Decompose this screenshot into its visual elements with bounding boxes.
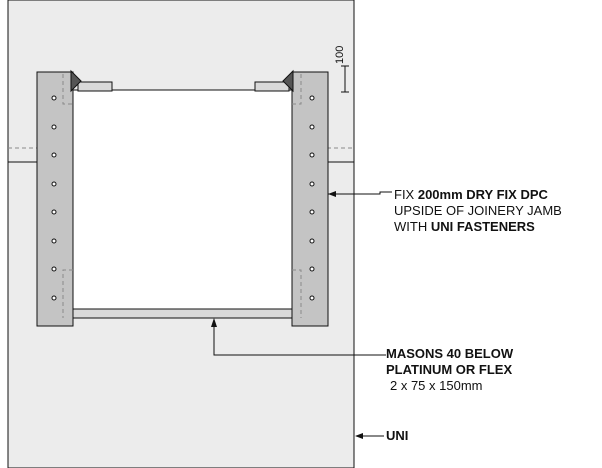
leader-uni [355, 433, 384, 439]
callout-uni: UNI [386, 428, 408, 444]
callout-dpc-line2: UPSIDE OF JOINERY JAMB [394, 203, 562, 218]
fastener [309, 95, 315, 101]
right-jamb [291, 71, 329, 327]
fastener [51, 152, 57, 158]
left-dpc-dashed-top [62, 74, 73, 105]
callout-dpc-line1: FIX 200mm DRY FIX DPC [394, 187, 562, 203]
fastener [309, 181, 315, 187]
left-dpc-dashed-bottom [62, 269, 73, 318]
left-jamb [36, 71, 74, 327]
callout-masons-line2: PLATINUM OR FLEX [386, 362, 513, 378]
callout-uni-label: UNI [386, 428, 409, 443]
leader-masons [211, 318, 386, 356]
fastener [51, 238, 57, 244]
callout-masons-line1: MASONS 40 BELOW [386, 346, 513, 362]
callout-dpc-line3-bold: UNI FASTENERS [430, 219, 535, 234]
right-dpc-dashed-top [292, 74, 302, 105]
dimension-label: 100 [334, 46, 346, 64]
fastener [309, 295, 315, 301]
fastener [51, 95, 57, 101]
right-dpc-dashed-bottom [292, 269, 302, 318]
callout-masons-line2-text: PLATINUM OR FLEX [386, 362, 513, 377]
callout-dpc: FIX 200mm DRY FIX DPC UPSIDE OF JOINERY … [394, 187, 562, 235]
fastener [51, 209, 57, 215]
callout-masons: MASONS 40 BELOW PLATINUM OR FLEX 2 x 75 … [386, 346, 513, 394]
fastener [309, 152, 315, 158]
fastener [309, 238, 315, 244]
callout-dpc-bold: 200mm DRY FIX DPC [417, 187, 548, 202]
fastener [309, 124, 315, 130]
fastener [51, 266, 57, 272]
callout-dpc-prefix: FIX [394, 187, 418, 202]
dimension-100 [341, 65, 349, 93]
right-fasteners [309, 95, 315, 301]
fastener [51, 124, 57, 130]
leader-dpc [328, 191, 392, 197]
head-trim-right [254, 81, 290, 92]
callout-dpc-line3-prefix: WITH [394, 219, 431, 234]
right-head-flashing [282, 69, 294, 93]
window-opening [71, 89, 293, 311]
sill-board [71, 308, 293, 319]
callout-dpc-line3: WITH UNI FASTENERS [394, 219, 562, 235]
left-fasteners [51, 95, 57, 301]
left-head-flashing [70, 69, 82, 93]
fastener [309, 209, 315, 215]
callout-masons-line1-text: MASONS 40 BELOW [386, 346, 514, 361]
fastener [51, 295, 57, 301]
fastener [309, 266, 315, 272]
callout-masons-line3: 2 x 75 x 150mm [390, 378, 483, 393]
head-trim-left [77, 81, 113, 92]
fastener [51, 181, 57, 187]
